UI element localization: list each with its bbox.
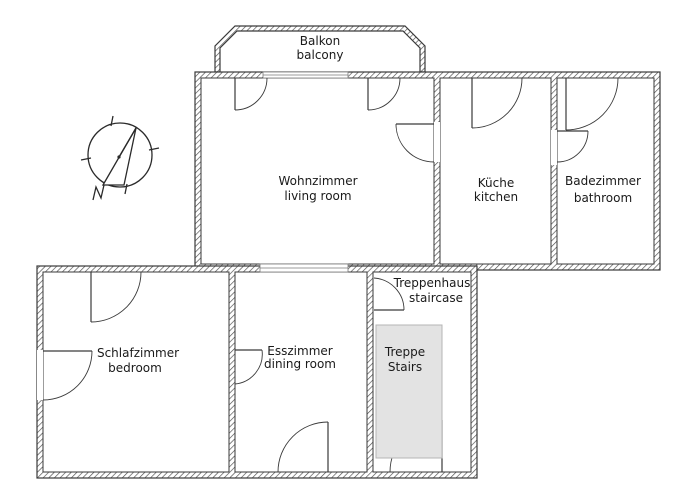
door-staircase-top — [373, 277, 405, 311]
north-arrow-icon — [80, 115, 160, 201]
stairs-label-de: Treppe — [384, 345, 425, 359]
bathroom-area — [556, 77, 655, 265]
dining-label-en: dining room — [264, 357, 336, 371]
dining-label-de: Esszimmer — [267, 344, 332, 358]
windows — [259, 71, 349, 273]
living-room-area — [200, 77, 435, 265]
door-living-kitchen — [395, 122, 440, 163]
door-bathroom — [565, 77, 619, 131]
door-kitchen — [471, 77, 523, 129]
door-living-top-right — [367, 77, 401, 111]
kitchen-area — [439, 77, 552, 265]
bathroom-label-de: Badezimmer — [565, 174, 641, 188]
staircase-label-en: staircase — [409, 291, 463, 305]
kitchen-label-en: kitchen — [474, 190, 518, 204]
balcony-label-en: balcony — [297, 48, 344, 62]
dining-room-area — [234, 271, 368, 473]
stairs-area — [375, 324, 443, 459]
bedroom-area — [42, 271, 230, 473]
door-dining-bottom — [277, 421, 329, 473]
door-bedroom-top — [90, 271, 142, 323]
door-living-top-left — [234, 77, 268, 111]
stairs-label-en: Stairs — [388, 360, 422, 374]
bedroom-label-de: Schlafzimmer — [97, 346, 179, 360]
upper-block-walls — [194, 71, 661, 271]
living-label-de: Wohnzimmer — [278, 174, 357, 188]
door-dining-left — [234, 349, 263, 385]
staircase-label-de: Treppenhaus — [393, 276, 471, 290]
door-kitchen-bathroom — [551, 130, 589, 165]
kitchen-label-de: Küche — [478, 176, 514, 190]
doors — [37, 77, 619, 473]
bedroom-label-en: bedroom — [108, 361, 162, 375]
balcony-label-de: Balkon — [300, 34, 340, 48]
bathroom-label-en: bathroom — [574, 191, 632, 205]
door-bedroom-left — [37, 350, 93, 401]
room-labels: Balkon balcony Wohnzimmer living room Kü… — [97, 34, 641, 375]
living-label-en: living room — [284, 189, 351, 203]
